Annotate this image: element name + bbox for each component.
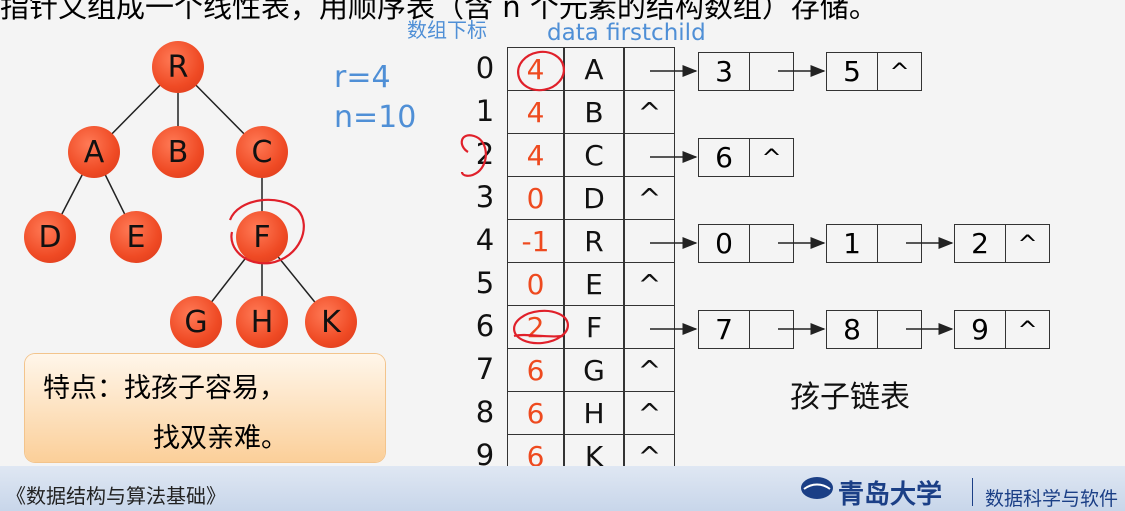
handwritten-annotations (228, 50, 570, 345)
tree-node-c: C (236, 126, 288, 178)
child-index: 6 (699, 139, 750, 176)
child-list-node: 9 ^ (954, 310, 1050, 349)
row-index: 8 (475, 395, 495, 429)
feature-callout: 特点：找孩子容易， 找双亲难。 (25, 354, 385, 462)
child-index: 8 (827, 311, 878, 348)
child-list-node: 5 ^ (826, 52, 922, 91)
r-value-label: r=4 (334, 60, 391, 95)
row-index: 1 (475, 94, 495, 128)
child-index: 3 (699, 53, 750, 90)
university-name: 青岛大学 (838, 480, 943, 510)
child-index: 0 (699, 225, 750, 262)
next-pointer: ^ (889, 57, 910, 86)
child-index: 7 (699, 311, 750, 348)
tree-node-b: B (152, 126, 204, 178)
department-name: 数据科学与软件 (985, 488, 1119, 510)
course-title: 《数据结构与算法基础》 (6, 484, 226, 508)
row-index: 0 (475, 51, 495, 85)
university-logo-icon (801, 477, 833, 499)
row-index: 9 (475, 438, 495, 472)
child-index: 2 (955, 225, 1006, 262)
row-index: 5 (475, 266, 495, 300)
slide-top-text: 指针又组成一个线性表，用顺序表（含 n 个元素的结构数组）存储。 (0, 0, 878, 24)
tree-node-e: E (110, 211, 162, 263)
row-index: 7 (475, 352, 495, 386)
child-list-node: 3 (698, 52, 794, 91)
feature-line-2: 找双亲难。 (153, 423, 288, 454)
tree-node-d: D (24, 211, 76, 263)
next-pointer: ^ (1017, 229, 1038, 258)
tree-node-r: R (152, 41, 204, 93)
index-column-header: 数组下标 (407, 18, 487, 42)
row-index: 3 (475, 180, 495, 214)
parent-cell: -1 (507, 219, 564, 263)
tree-node-h: H (236, 296, 288, 348)
child-list-label: 孩子链表 (790, 380, 910, 415)
child-index: 5 (827, 53, 878, 90)
row-index: 4 (475, 223, 495, 257)
tree-node-f: F (236, 211, 288, 263)
child-list-node: 6 ^ (698, 138, 794, 177)
footer-divider (972, 478, 973, 506)
child-index: 1 (827, 225, 878, 262)
child-list-node: 2 ^ (954, 224, 1050, 263)
tree-node-a: A (68, 126, 120, 178)
tree-node-g: G (170, 296, 222, 348)
feature-line-1: 特点：找孩子容易， (43, 373, 286, 404)
tree-node-k: K (305, 296, 357, 348)
row-index: 6 (475, 309, 495, 343)
footer-bar (0, 466, 1125, 511)
n-value-label: n=10 (334, 100, 417, 135)
next-pointer: ^ (761, 143, 782, 172)
child-index: 9 (955, 311, 1006, 348)
data-firstchild-header: data firstchild (547, 20, 706, 46)
next-pointer: ^ (1017, 315, 1038, 344)
